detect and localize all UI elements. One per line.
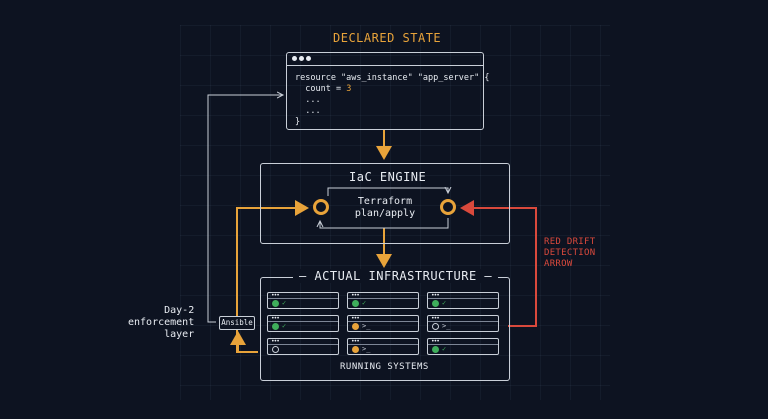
window-dots-icon: ••• — [431, 338, 440, 345]
window-dot-icon — [292, 56, 297, 61]
window-dots-icon: ••• — [271, 292, 280, 299]
iac-engine-title: IaC ENGINE — [349, 170, 427, 184]
code-line: ... — [295, 106, 321, 116]
cycle-ring-icon — [313, 199, 329, 215]
window-dots-icon: ••• — [351, 315, 360, 322]
ansible-badge: Ansible — [219, 316, 255, 330]
window-dot-icon — [306, 56, 311, 61]
declared-state-title: DECLARED STATE — [333, 31, 442, 45]
node-divider — [348, 298, 418, 299]
system-node: ••• — [267, 338, 339, 355]
check-icon: ✓ — [362, 299, 367, 307]
warn-status-icon — [352, 346, 359, 353]
warn-status-icon — [352, 323, 359, 330]
node-divider — [428, 344, 498, 345]
node-divider — [428, 298, 498, 299]
window-dots-icon: ••• — [431, 292, 440, 299]
declared-state-window: resource "aws_instance" "app_server" { c… — [286, 52, 489, 130]
system-node: •••>_ — [347, 338, 419, 355]
system-node: •••✓ — [427, 338, 499, 355]
iac-engine-box — [260, 163, 510, 244]
terraform-process-label: Terraform plan/apply — [354, 196, 416, 219]
terraform-code: resource "aws_instance" "app_server" { c… — [295, 73, 489, 128]
drift-detection-arrow — [460, 200, 537, 327]
system-node: •••✓ — [267, 315, 339, 332]
code-line: resource "aws_instance" "app_server" { — [295, 73, 490, 83]
infrastructure-title-text: ACTUAL INFRASTRUCTURE — [314, 269, 477, 283]
code-line: count = — [295, 84, 347, 94]
check-icon: ✓ — [282, 322, 287, 330]
system-node: •••>_ — [427, 315, 499, 332]
node-divider — [428, 321, 498, 322]
ok-status-icon — [432, 346, 439, 353]
feedback-loop-arrow — [207, 95, 283, 323]
system-node: •••>_ — [347, 315, 419, 332]
node-divider — [348, 344, 418, 345]
check-icon: ✓ — [282, 299, 287, 307]
system-node: •••✓ — [347, 292, 419, 309]
ok-status-icon — [272, 323, 279, 330]
count-value: 3 — [346, 84, 352, 94]
enforcement-return — [230, 331, 258, 353]
window-dots-icon: ••• — [271, 338, 280, 345]
node-divider — [268, 344, 338, 345]
window-dots-icon: ••• — [351, 292, 360, 299]
system-node: •••✓ — [267, 292, 339, 309]
node-divider — [268, 321, 338, 322]
terminal-icon: >_ — [362, 345, 371, 353]
enforcement-up-arrow — [236, 200, 309, 353]
node-divider — [268, 298, 338, 299]
system-node: •••✓ — [427, 292, 499, 309]
infrastructure-title: — ACTUAL INFRASTRUCTURE — — [293, 269, 499, 283]
cycle-ring-icon — [440, 199, 456, 215]
pending-status-icon — [432, 323, 439, 330]
pending-status-icon — [272, 346, 279, 353]
window-dots-icon: ••• — [431, 315, 440, 322]
inner-loop-bottom — [320, 218, 449, 229]
window-dots-icon: ••• — [271, 315, 280, 322]
day2-enforcement-label: Day-2 enforcement layer — [128, 305, 195, 340]
check-icon: ✓ — [442, 345, 447, 353]
window-title-bar — [287, 53, 483, 66]
inner-loop-top — [327, 188, 448, 196]
code-line: ... — [295, 95, 321, 105]
window-dot-icon — [299, 56, 304, 61]
window-dots-icon: ••• — [351, 338, 360, 345]
running-systems-label: RUNNING SYSTEMS — [340, 362, 429, 372]
node-divider — [348, 321, 418, 322]
drift-detection-label: RED DRIFT DETECTION ARROW — [544, 237, 596, 269]
terminal-icon: >_ — [362, 322, 371, 330]
ok-status-icon — [352, 300, 359, 307]
ok-status-icon — [432, 300, 439, 307]
terminal-icon: >_ — [442, 322, 451, 330]
code-line: } — [295, 117, 301, 127]
check-icon: ✓ — [442, 299, 447, 307]
ok-status-icon — [272, 300, 279, 307]
background-grid — [180, 25, 610, 400]
